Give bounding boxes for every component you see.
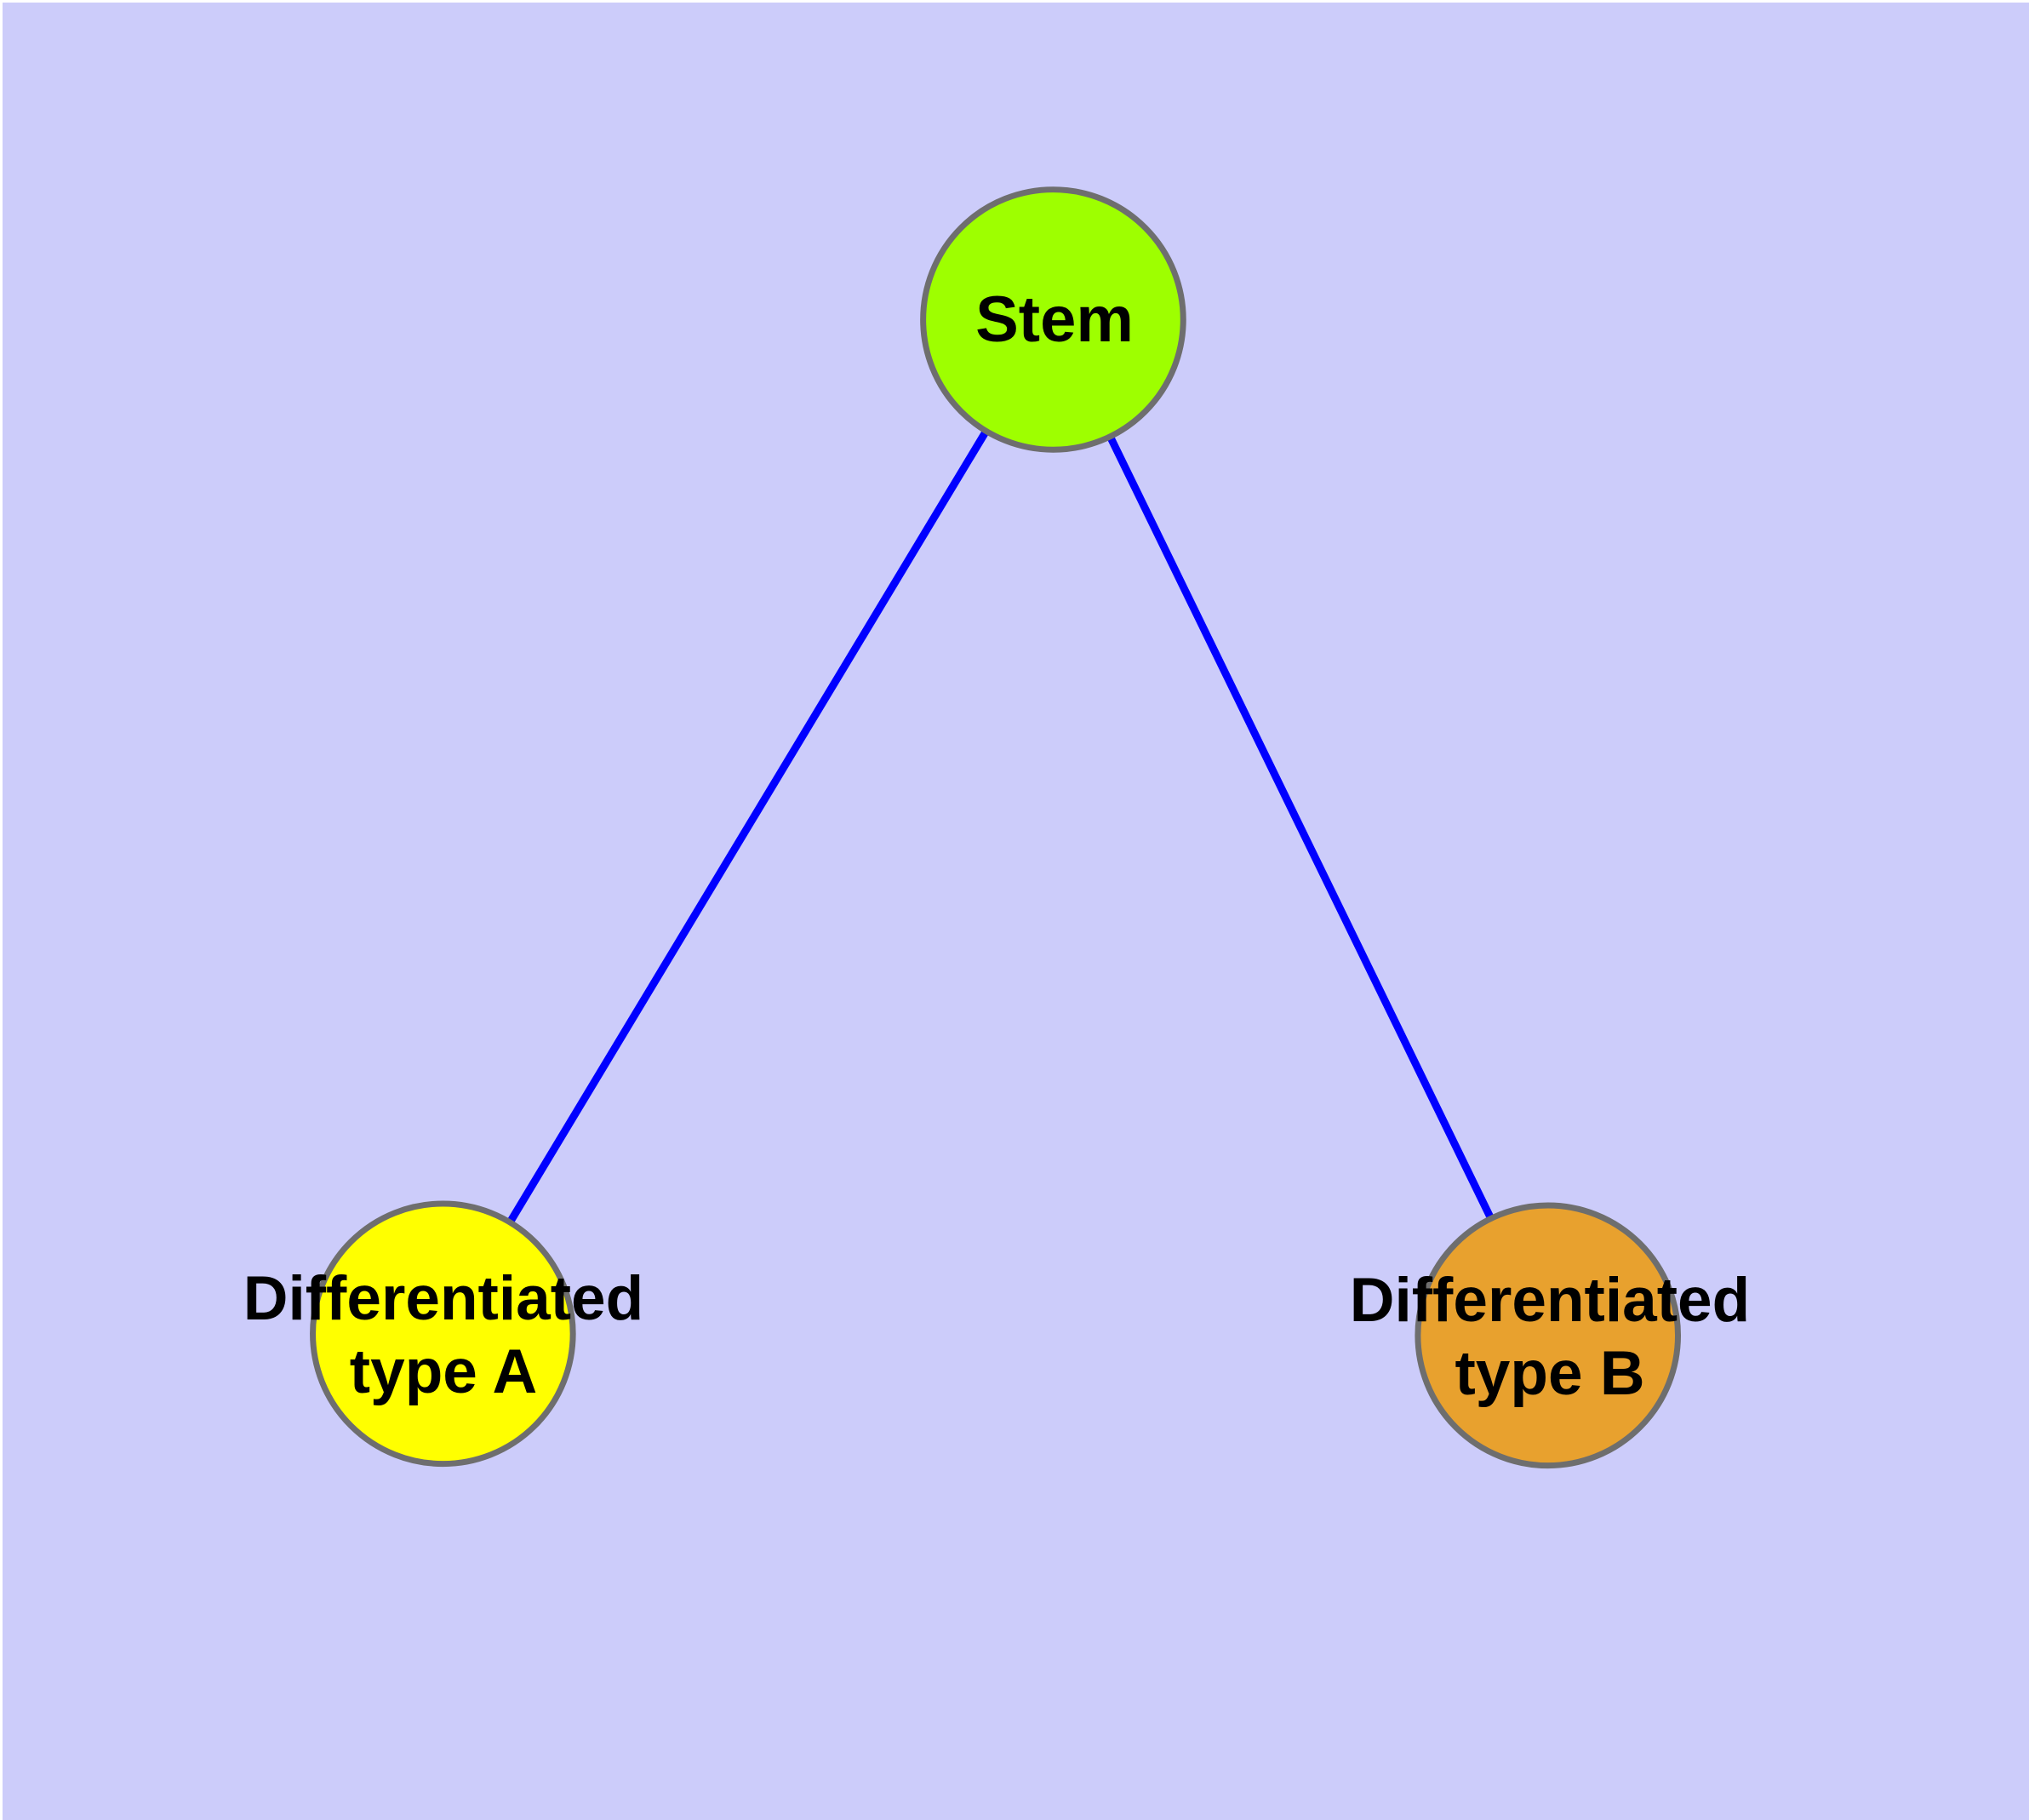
node-layer [310,186,1682,1469]
node-diff-b[interactable] [1415,1202,1682,1469]
graph-svg [310,186,1682,1469]
edge-stem-to-diff-a[interactable] [506,429,990,1225]
node-stem[interactable] [920,186,1186,453]
edge-layer [506,429,1495,1225]
edge-stem-to-diff-b[interactable] [1106,434,1495,1221]
node-diff-a[interactable] [310,1200,576,1468]
